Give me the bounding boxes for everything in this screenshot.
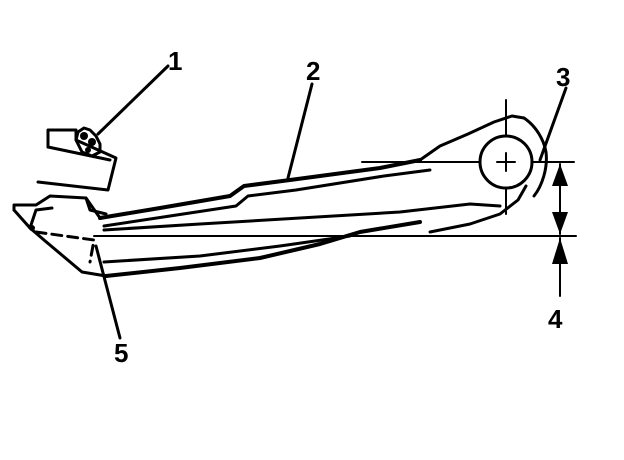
callout-1: 1 <box>168 46 182 76</box>
callout-3: 3 <box>556 62 570 92</box>
callout-2: 2 <box>306 56 320 86</box>
control-arm <box>98 114 548 278</box>
nut-icon <box>74 126 102 158</box>
leader-lines <box>94 64 568 340</box>
callout-4: 4 <box>548 304 563 334</box>
left-bushing <box>12 194 108 278</box>
callout-5: 5 <box>114 338 128 368</box>
measurement-lines <box>93 161 577 297</box>
